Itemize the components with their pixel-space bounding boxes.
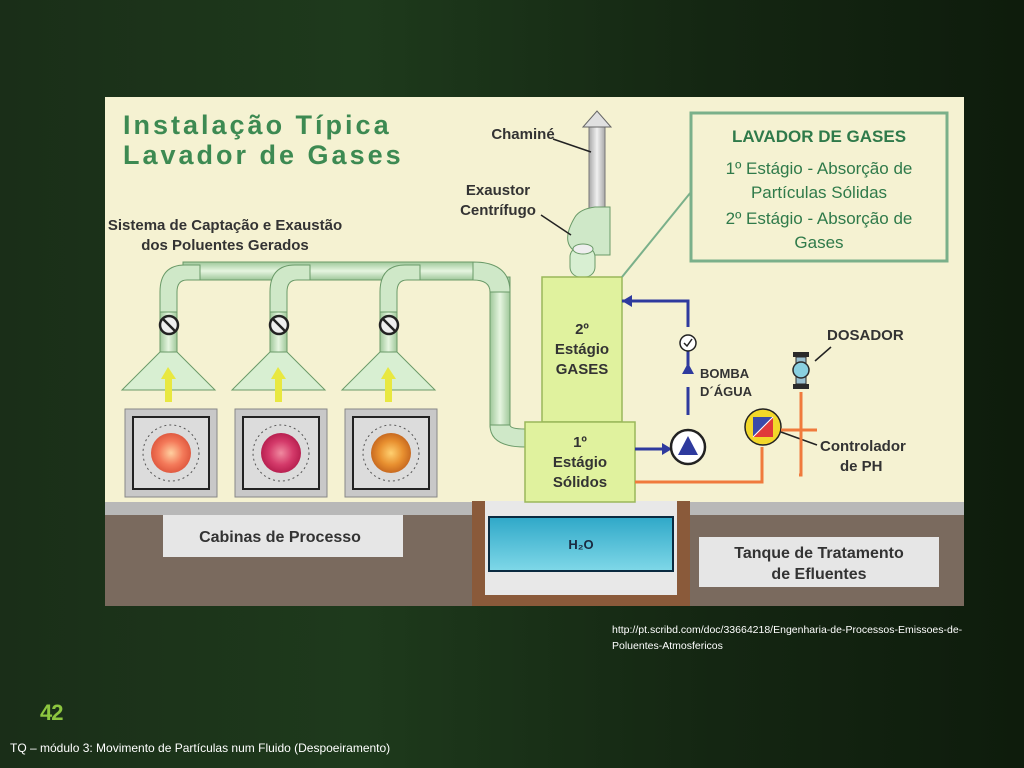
stage2-line2: Estágio — [555, 341, 609, 358]
centrifugal-fan — [567, 206, 611, 278]
cabins-label-box — [163, 515, 403, 557]
ph-controller-icon — [744, 408, 782, 446]
hood-3 — [340, 264, 437, 402]
doser-label: DOSADOR — [827, 327, 904, 344]
main-duct — [182, 261, 474, 281]
stage1-line1: 1º — [573, 434, 587, 451]
info-box: LAVADOR DE GASES 1º Estágio - Absorção d… — [689, 111, 949, 263]
check-valve-icon — [679, 334, 697, 352]
duct-elbow-top — [472, 261, 511, 293]
fan-label-line2: Centrífugo — [460, 202, 536, 219]
tank-label-line1: Tanque de Tratamento — [734, 545, 904, 562]
pump-label-line1: BOMBA — [700, 366, 750, 381]
hood-2 — [230, 264, 327, 402]
diagram-title-line1: Instalação Típica — [123, 110, 392, 140]
water-body — [488, 516, 674, 572]
hood-1 — [120, 264, 217, 402]
stage1-line2: Estágio — [553, 454, 607, 471]
water-label: H₂O — [568, 537, 593, 552]
stage1-line3: Sólidos — [553, 474, 607, 491]
cabins-label: Cabinas de Processo — [199, 529, 361, 546]
info-stage1-line1: 1º Estágio - Absorção de — [726, 159, 913, 178]
info-stage2-line2: Gases — [794, 233, 843, 252]
cabin-1 — [124, 408, 218, 498]
source-url: http://pt.scribd.com/doc/33664218/Engenh… — [612, 624, 963, 652]
tank-label-box — [699, 537, 939, 587]
info-heading: LAVADOR DE GASES — [732, 127, 906, 146]
tank-label-line2: de Efluentes — [771, 566, 866, 583]
info-stage1-line2: Partículas Sólidas — [751, 183, 887, 202]
cabin-3 — [344, 408, 438, 498]
capture-label-line1: Sistema de Captação e Exaustão — [108, 217, 342, 234]
diagram-title-line2: Lavador de Gases — [123, 140, 404, 170]
stage1-tower — [524, 421, 636, 503]
stage2-line1: 2º — [575, 321, 589, 338]
stage2-tower — [541, 276, 623, 423]
controller-label-line2: de PH — [840, 458, 883, 475]
chimney-label: Chaminé — [491, 126, 554, 143]
doser-icon — [792, 352, 810, 389]
stage2-line3: GASES — [556, 361, 609, 378]
info-stage2-line1: 2º Estágio - Absorção de — [726, 209, 913, 228]
water-pump-icon — [669, 428, 707, 466]
scrubber-diagram: H₂O Cabinas de Processo Tanque de Tratam… — [105, 97, 964, 606]
down-duct — [489, 276, 511, 428]
cabin-2 — [234, 408, 328, 498]
chimney — [581, 110, 613, 223]
slide-number: 42 — [40, 700, 64, 725]
fan-label-line1: Exaustor — [466, 182, 530, 199]
pump-label-line2: D´ÁGUA — [700, 384, 753, 399]
controller-label-line1: Controlador — [820, 438, 906, 455]
capture-label-line2: dos Poluentes Gerados — [141, 237, 309, 254]
footer-text: TQ – módulo 3: Movimento de Partículas n… — [10, 741, 391, 755]
info-leader-line — [621, 191, 692, 278]
